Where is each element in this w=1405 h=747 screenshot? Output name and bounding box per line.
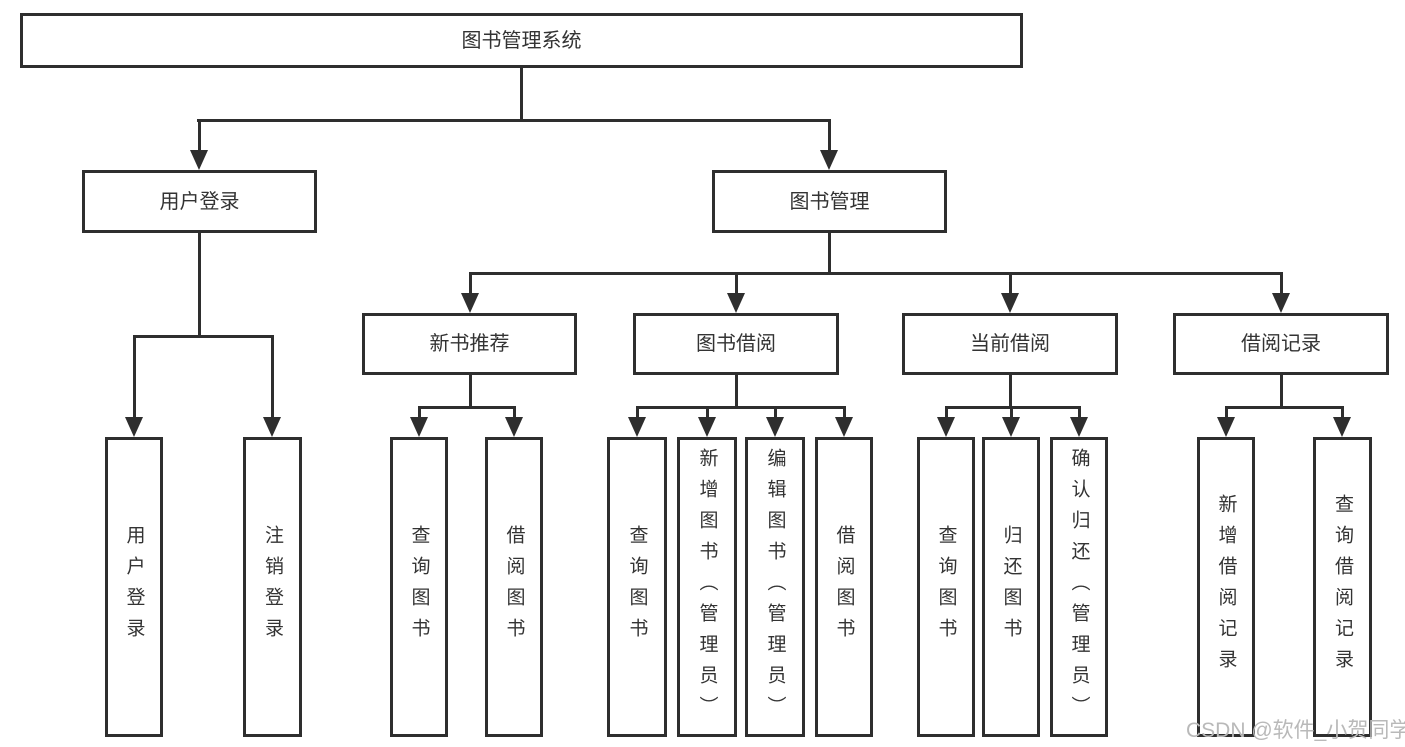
connector-line — [735, 272, 738, 295]
arrow-down-icon — [1333, 417, 1351, 437]
leaf-label: 借阅图书 — [833, 525, 855, 649]
connector-line — [520, 68, 523, 119]
arrow-down-icon — [1070, 417, 1088, 437]
arrow-down-icon — [125, 417, 143, 437]
connector-line — [945, 406, 948, 419]
connector-line — [843, 406, 846, 419]
leaf-query-borrow-record: 查询借阅记录 — [1313, 437, 1372, 737]
arrow-down-icon — [727, 293, 745, 313]
node-label: 借阅记录 — [1241, 333, 1321, 355]
leaf-return-books: 归还图书 — [982, 437, 1040, 737]
node-label: 新书推荐 — [429, 333, 510, 355]
connector-line — [1078, 406, 1081, 419]
connector-line — [133, 335, 136, 419]
arrow-down-icon — [461, 293, 479, 313]
arrow-down-icon — [1217, 417, 1235, 437]
node-root-system: 图书管理系统 — [20, 13, 1023, 68]
leaf-label: 归还图书 — [1000, 525, 1022, 649]
arrow-down-icon — [263, 417, 281, 437]
connector-line — [735, 375, 738, 406]
connector-line — [1280, 272, 1283, 295]
arrow-down-icon — [820, 150, 838, 170]
leaf-label: 借阅图书 — [503, 525, 525, 649]
leaf-add-borrow-record: 新增借阅记录 — [1197, 437, 1255, 737]
connector-line — [197, 119, 831, 122]
connector-line — [828, 233, 831, 272]
node-root-label: 图书管理系统 — [461, 29, 582, 52]
leaf-label: 新增图书（管理员） — [696, 447, 718, 727]
leaf-confirm-return-admin: 确认归还（管理员） — [1050, 437, 1108, 737]
connector-line — [418, 406, 421, 419]
leaf-label: 注销登录 — [262, 525, 283, 649]
leaf-add-books-admin: 新增图书（管理员） — [677, 437, 737, 737]
node-borrowing-records: 借阅记录 — [1173, 313, 1389, 375]
leaf-label: 编辑图书（管理员） — [764, 447, 786, 727]
arrow-down-icon — [835, 417, 853, 437]
connector-line — [828, 119, 831, 152]
leaf-label: 查询图书 — [626, 525, 648, 649]
arrow-down-icon — [766, 417, 784, 437]
connector-line — [418, 406, 516, 409]
connector-line — [1009, 375, 1012, 406]
connector-line — [271, 335, 274, 419]
leaf-label: 新增借阅记录 — [1215, 494, 1237, 680]
leaf-label: 用户登录 — [123, 525, 145, 649]
csdn-watermark: CSDN @软件_小贺同学 — [1186, 719, 1405, 742]
node-label: 图书借阅 — [696, 333, 776, 355]
connector-line — [198, 233, 201, 335]
connector-line — [1010, 406, 1013, 419]
node-label: 图书管理 — [789, 190, 870, 213]
connector-line — [1009, 272, 1012, 295]
arrow-down-icon — [698, 417, 716, 437]
arrow-down-icon — [1001, 293, 1019, 313]
arrow-down-icon — [1002, 417, 1020, 437]
connector-line — [1341, 406, 1344, 419]
connector-line — [636, 406, 639, 419]
node-label: 当前借阅 — [970, 333, 1050, 355]
leaf-label: 查询图书 — [935, 525, 957, 649]
leaf-query-books-borrowing: 查询图书 — [607, 437, 667, 737]
arrow-down-icon — [628, 417, 646, 437]
connector-line — [469, 375, 472, 406]
leaf-borrow-books-recommend: 借阅图书 — [485, 437, 543, 737]
leaf-logout: 注销登录 — [243, 437, 302, 737]
arrow-down-icon — [1272, 293, 1290, 313]
connector-line — [636, 406, 846, 409]
leaf-query-books-recommend: 查询图书 — [390, 437, 448, 737]
node-label: 用户登录 — [159, 190, 240, 213]
leaf-edit-books-admin: 编辑图书（管理员） — [745, 437, 805, 737]
arrow-down-icon — [190, 150, 208, 170]
connector-line — [1225, 406, 1344, 409]
node-book-borrowing: 图书借阅 — [633, 313, 839, 375]
connector-line — [469, 272, 472, 295]
connector-line — [774, 406, 777, 419]
arrow-down-icon — [505, 417, 523, 437]
node-user-login: 用户登录 — [82, 170, 317, 233]
leaf-label: 查询图书 — [408, 525, 430, 649]
connector-line — [1225, 406, 1228, 419]
connector-line — [1280, 375, 1283, 406]
arrow-down-icon — [410, 417, 428, 437]
connector-line — [133, 335, 274, 338]
node-new-book-recommend: 新书推荐 — [362, 313, 577, 375]
leaf-user-login: 用户登录 — [105, 437, 163, 737]
leaf-query-books-current: 查询图书 — [917, 437, 975, 737]
connector-line — [469, 272, 1283, 275]
connector-line — [513, 406, 516, 419]
leaf-label: 确认归还（管理员） — [1068, 447, 1090, 727]
leaf-borrow-books: 借阅图书 — [815, 437, 873, 737]
connector-line — [198, 119, 201, 152]
arrow-down-icon — [937, 417, 955, 437]
node-current-borrowing: 当前借阅 — [902, 313, 1118, 375]
connector-line — [706, 406, 709, 419]
node-book-management: 图书管理 — [712, 170, 947, 233]
leaf-label: 查询借阅记录 — [1332, 494, 1353, 680]
